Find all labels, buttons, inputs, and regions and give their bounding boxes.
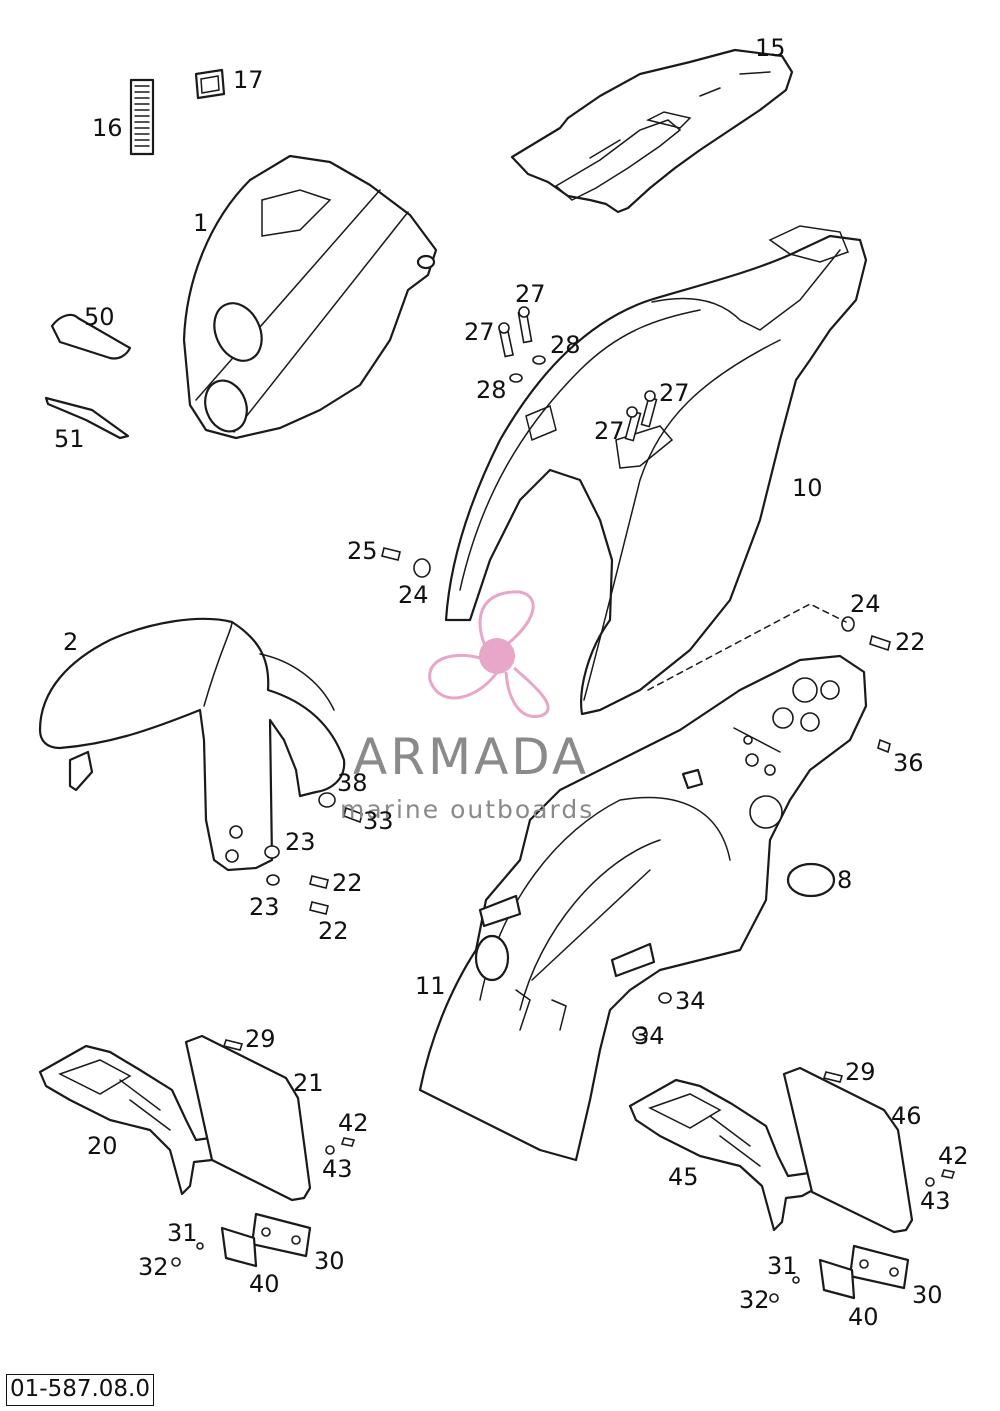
part-40-bracket-right: [818, 1258, 856, 1300]
part-45-license-bracket: [628, 1078, 822, 1232]
part-17-decal: [194, 68, 226, 100]
part-16-decal-strip: [129, 78, 155, 156]
callout-31-b: 31: [767, 1252, 798, 1280]
callout-27-d: 27: [594, 417, 625, 445]
callout-30-b: 30: [912, 1281, 943, 1309]
callout-2: 2: [63, 628, 79, 656]
callout-29-a: 29: [245, 1025, 276, 1053]
part-46-license-plate: [782, 1066, 914, 1234]
callout-50: 50: [84, 303, 115, 331]
callout-25: 25: [347, 537, 378, 565]
callout-21: 21: [293, 1069, 324, 1097]
callout-43-b: 43: [920, 1187, 951, 1215]
part-50-pad: [50, 313, 132, 360]
callout-20: 20: [87, 1132, 118, 1160]
part-11-rear-fender: [418, 654, 868, 1162]
callout-23-a: 23: [285, 828, 316, 856]
callout-33: 33: [363, 807, 394, 835]
callout-42-a: 42: [338, 1109, 369, 1137]
callout-51: 51: [54, 425, 85, 453]
callout-31-a: 31: [167, 1219, 198, 1247]
assembly-guide-line: [647, 603, 847, 691]
callout-28-b: 28: [476, 376, 507, 404]
callout-22-b: 22: [332, 869, 363, 897]
callout-28-a: 28: [550, 331, 581, 359]
callout-38: 38: [337, 769, 368, 797]
callout-46: 46: [891, 1102, 922, 1130]
callout-40-a: 40: [249, 1270, 280, 1298]
callout-16: 16: [92, 114, 123, 142]
callout-43-a: 43: [322, 1155, 353, 1183]
callout-23-b: 23: [249, 893, 280, 921]
callout-22-c: 22: [318, 917, 349, 945]
part-40-bracket-left: [220, 1226, 258, 1268]
callout-36: 36: [893, 749, 924, 777]
callout-27-b: 27: [464, 318, 495, 346]
part-10-side-panels: [444, 225, 868, 716]
watermark-brand: ARMADA: [353, 728, 590, 786]
callout-42-b: 42: [938, 1142, 969, 1170]
part-1-headlight-mask: [182, 154, 438, 440]
part-51-strip: [44, 396, 130, 440]
callout-1: 1: [193, 209, 209, 237]
part-21-license-plate: [184, 1034, 312, 1202]
callout-40-b: 40: [848, 1303, 879, 1331]
callout-32-b: 32: [739, 1286, 770, 1314]
callout-24-b: 24: [850, 590, 881, 618]
callout-32-a: 32: [138, 1253, 169, 1281]
callout-27-a: 27: [515, 280, 546, 308]
propeller-logo-icon: [428, 590, 550, 718]
callout-45: 45: [668, 1163, 699, 1191]
part-30-reflector-right: [848, 1244, 910, 1290]
callout-10: 10: [792, 474, 823, 502]
part-20-license-bracket: [38, 1044, 230, 1196]
hardware-fasteners: [171, 306, 956, 1303]
callout-29-b: 29: [845, 1058, 876, 1086]
part-2-front-fender: [38, 617, 346, 872]
part-8-cap: [786, 862, 836, 898]
callout-11: 11: [415, 972, 446, 1000]
callout-30-a: 30: [314, 1247, 345, 1275]
callout-22-a: 22: [895, 628, 926, 656]
callout-27-c: 27: [659, 379, 690, 407]
callout-34-a: 34: [675, 987, 706, 1015]
watermark-tagline: marine outboards: [340, 795, 595, 824]
part-30-reflector-left: [250, 1212, 312, 1258]
callout-17: 17: [233, 66, 264, 94]
part-15-seat-pad: [510, 48, 794, 214]
callout-8: 8: [837, 866, 853, 894]
catalog-code: 01-587.08.0: [6, 1374, 154, 1406]
callout-34-b: 34: [634, 1022, 665, 1050]
callout-15: 15: [755, 34, 786, 62]
callout-24-a: 24: [398, 581, 429, 609]
